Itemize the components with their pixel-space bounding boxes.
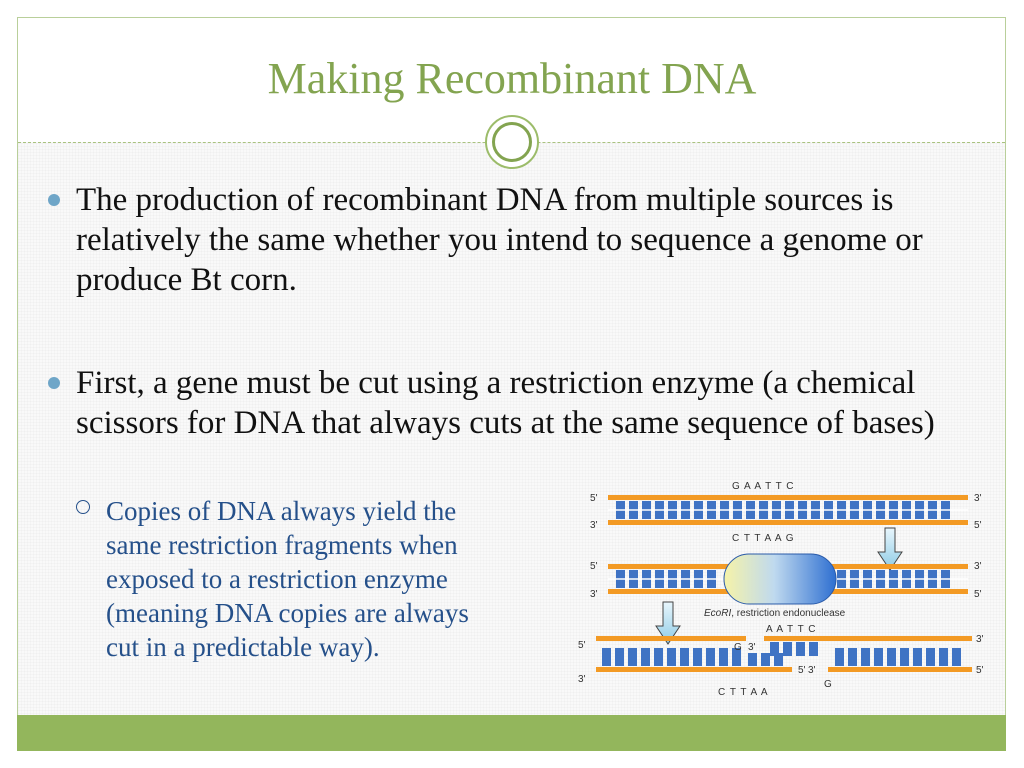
svg-text:5': 5': [578, 640, 586, 651]
bullet-restriction-enzyme: First, a gene must be cut using a restri…: [48, 363, 976, 443]
recognition-sequence-top: G A A T T C: [732, 481, 795, 492]
footer-bar: [17, 715, 1006, 751]
svg-text:3': 3': [808, 665, 816, 676]
nucleotide-g: G: [734, 642, 742, 653]
dna-fragment-left: 5' 3' G 3' 5' C T T A A: [578, 636, 806, 698]
sticky-end-bottom: C T T A A: [718, 687, 769, 698]
enzyme-label: EcoRI, restriction endonuclease: [704, 608, 846, 619]
ecori-enzyme: [723, 553, 837, 605]
arrow-down-icon: [655, 601, 681, 645]
svg-text:3': 3': [590, 589, 598, 600]
backbone-bottom: [608, 520, 968, 525]
recognition-sequence-bottom: C T T A A G: [732, 533, 795, 544]
svg-text:5': 5': [590, 561, 598, 572]
dna-intact: 5' 3' 3' 5' G A A T T C C T T A A G: [590, 481, 982, 544]
arrow-down-icon: [877, 527, 903, 571]
sub-bullet-marker-icon: [76, 500, 90, 514]
slide-title: Making Recombinant DNA: [267, 54, 757, 103]
svg-text:5': 5': [974, 589, 982, 600]
label-5prime: 5': [974, 520, 982, 531]
label-5prime: 5': [590, 493, 598, 504]
label-3prime: 3': [974, 493, 982, 504]
sub-bullet-restriction-fragments: Copies of DNA always yield the same rest…: [106, 496, 469, 662]
svg-text:5': 5': [798, 665, 806, 676]
nucleotide-g: G: [824, 679, 832, 690]
dna-fragment-right: A A T T C 3' 5' 3' G: [764, 624, 984, 690]
svg-text:3': 3': [578, 674, 586, 685]
ring-ornament-icon: [485, 115, 539, 169]
svg-text:5': 5': [976, 665, 984, 676]
ecori-diagram: 5' 3' 3' 5' G A A T T C C T T A A G: [576, 470, 1000, 710]
base-pairs: [608, 501, 968, 519]
svg-text:3': 3': [748, 642, 756, 653]
bullet-production: The production of recombinant DNA from m…: [48, 180, 976, 300]
label-3prime: 3': [590, 520, 598, 531]
sticky-end-top: A A T T C: [766, 624, 817, 635]
dna-enzyme-bound: 5' 3' 3' 5' EcoRI, restriction endonucle…: [590, 553, 982, 619]
svg-text:3': 3': [976, 634, 984, 645]
backbone-top: [608, 495, 968, 500]
svg-text:3': 3': [974, 561, 982, 572]
